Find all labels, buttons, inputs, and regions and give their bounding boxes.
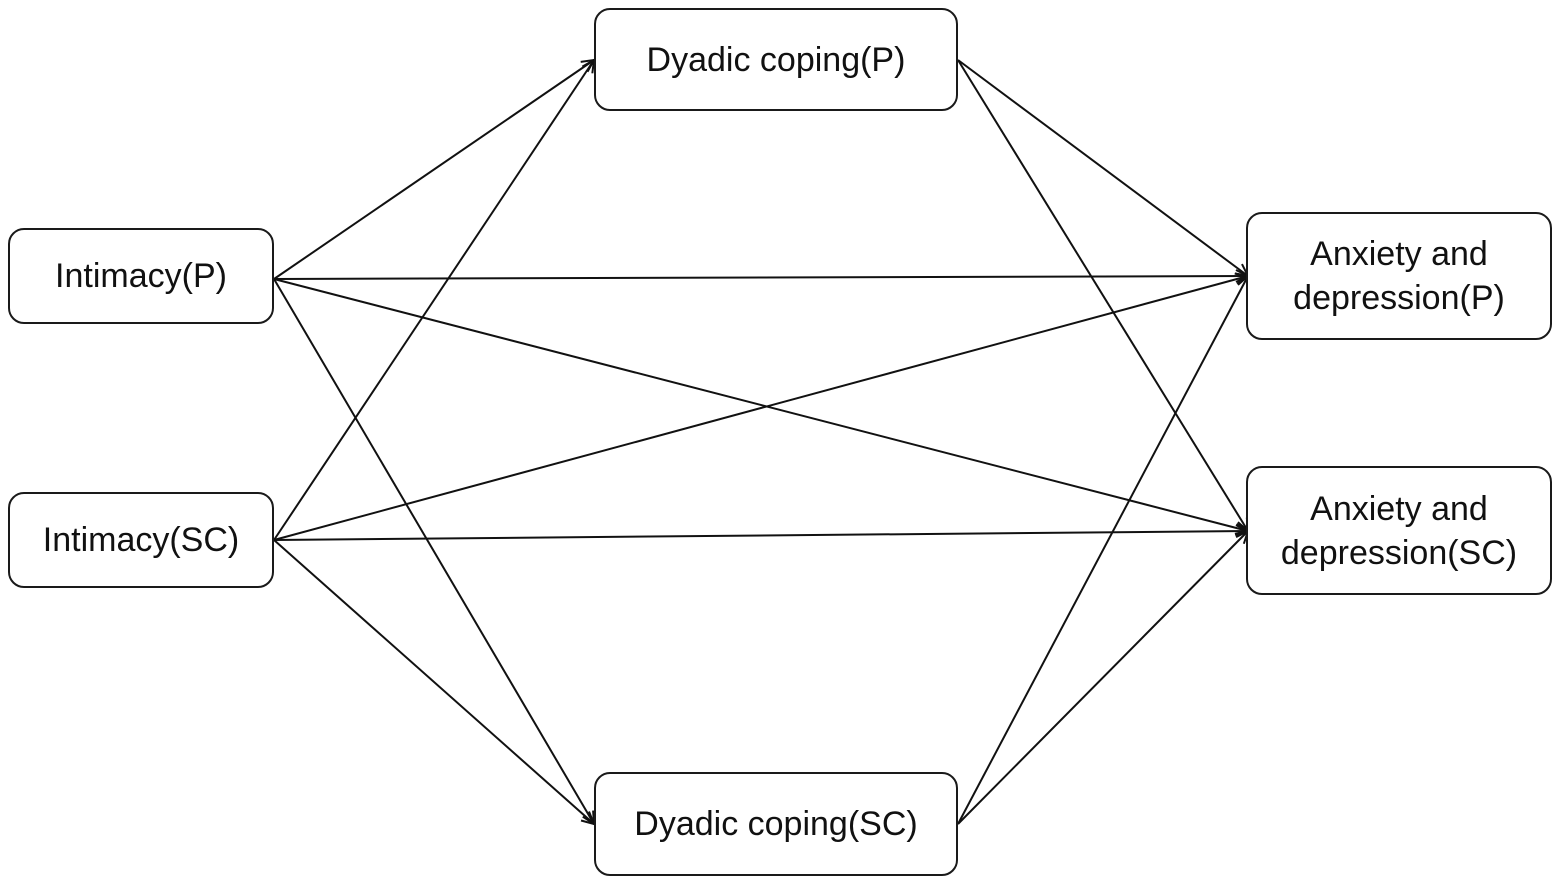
edge-intimacy-sc-to-anxiety-p <box>273 276 1248 541</box>
node-label-dyadic-coping-p: Dyadic coping(P) <box>646 40 906 79</box>
edge-intimacy-p-to-anxiety-p <box>273 276 1248 279</box>
node-anxiety-depression-p: Anxiety and depression(P) <box>1246 212 1552 340</box>
node-intimacy-p: Intimacy(P) <box>8 228 274 324</box>
node-label-anxiety-sc-line2: depression(SC) <box>1280 533 1518 572</box>
edge-dyadic-p-to-anxiety-p <box>957 59 1248 276</box>
edge-intimacy-sc-to-anxiety-sc <box>273 531 1248 541</box>
node-label-anxiety-p-line1: Anxiety and <box>1310 235 1488 273</box>
edge-dyadic-sc-to-anxiety-sc <box>957 531 1248 825</box>
node-label-dyadic-coping-sc: Dyadic coping(SC) <box>634 805 918 843</box>
edge-intimacy-p-to-dyadic-sc <box>273 278 594 824</box>
node-anxiety-depression-sc: Anxiety and depression(SC) <box>1246 466 1552 595</box>
node-intimacy-sc: Intimacy(SC) <box>8 492 274 588</box>
edge-dyadic-sc-to-anxiety-p <box>957 276 1248 825</box>
node-label-intimacy-p: Intimacy(P) <box>55 257 227 295</box>
edge-intimacy-sc-to-dyadic-sc <box>273 539 594 824</box>
edge-intimacy-sc-to-dyadic-p <box>273 60 594 541</box>
edge-dyadic-p-to-anxiety-sc <box>957 59 1248 531</box>
edge-intimacy-p-to-anxiety-sc <box>273 278 1248 531</box>
node-label-anxiety-sc-line1: Anxiety and <box>1310 489 1488 528</box>
node-label-intimacy-sc: Intimacy(SC) <box>42 521 240 559</box>
node-dyadic-coping-p: Dyadic coping(P) <box>594 8 958 111</box>
edge-layer <box>273 59 1248 825</box>
node-dyadic-coping-sc: Dyadic coping(SC) <box>594 772 958 876</box>
node-label-anxiety-p-line2: depression(P) <box>1293 279 1505 317</box>
edge-intimacy-p-to-dyadic-p <box>273 60 594 280</box>
